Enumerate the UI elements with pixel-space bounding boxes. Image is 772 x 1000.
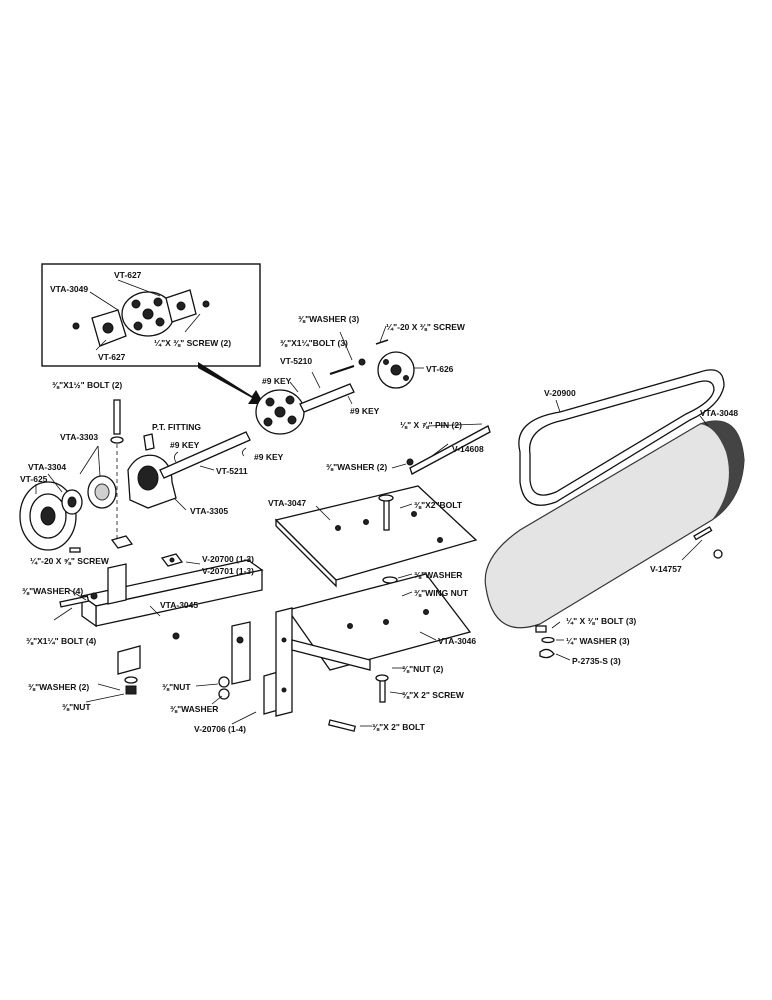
- label-nut2: ⅜"NUT (2): [402, 664, 444, 674]
- bearing-pulley-group: [19, 399, 251, 553]
- label-bolt-x1-3: ⅜"X1¼"BOLT (3): [280, 338, 348, 348]
- label-screw-20x38: ¼"-20 X ⅜" SCREW: [386, 322, 466, 332]
- label-vt627-top: VT-627: [114, 270, 142, 280]
- label-washer4: ⅜"WASHER (4): [22, 586, 83, 596]
- label-pt-fitting: P.T. FITTING: [152, 422, 201, 432]
- label-v14757: V-14757: [650, 564, 682, 574]
- label-washer2-left: ⅜"WASHER (2): [28, 682, 89, 692]
- label-wing-nut: ⅜"WING NUT: [414, 588, 469, 598]
- label-vta3305: VTA-3305: [190, 506, 228, 516]
- label-key9-d: #9 KEY: [254, 452, 284, 462]
- label-vta3047: VTA-3047: [268, 498, 306, 508]
- label-vt625: VT-625: [20, 474, 48, 484]
- label-bolt-x2: ⅜"X2"BOLT: [414, 500, 463, 510]
- coupling-assembly: [255, 339, 415, 435]
- label-vta3304: VTA-3304: [28, 462, 66, 472]
- label-v14608: V-14608: [452, 444, 484, 454]
- label-vt5211: VT-5211: [216, 466, 248, 476]
- inset-pointer-arrow: [198, 362, 264, 404]
- label-vt627-bottom: VT-627: [98, 352, 126, 362]
- label-vt5210: VT-5210: [280, 356, 312, 366]
- label-screw-inset: ¼"X ⅜" SCREW (2): [154, 338, 231, 348]
- label-bolt-38-3: ¼" X ⅜" BOLT (3): [566, 616, 636, 626]
- label-vta3045: VTA-3045: [160, 600, 198, 610]
- label-screw-20x58: ¼"-20 X ⅝" SCREW: [30, 556, 110, 566]
- label-key9-c: #9 KEY: [170, 440, 200, 450]
- label-key9-b: #9 KEY: [350, 406, 380, 416]
- label-bolt-x1-4: ⅜"X1¼" BOLT (4): [26, 636, 96, 646]
- label-vta3046: VTA-3046: [438, 636, 476, 646]
- label-nut-left: ⅜"NUT: [62, 702, 91, 712]
- base-frame: [59, 553, 279, 715]
- label-washer-wing: ⅜"WASHER: [414, 570, 462, 580]
- label-vta3049: VTA-3049: [50, 284, 88, 294]
- label-washer2-mid: ⅜"WASHER (2): [326, 462, 387, 472]
- label-v20700: V-20700 (1-3): [202, 554, 254, 564]
- label-vta3303: VTA-3303: [60, 432, 98, 442]
- label-bolt-x2-bottom: ⅜"X 2" BOLT: [372, 722, 426, 732]
- label-washer3-top: ⅜"WASHER (3): [298, 314, 359, 324]
- label-p2735: P-2735-S (3): [572, 656, 621, 666]
- label-v20900: V-20900: [544, 388, 576, 398]
- label-v20701: V-20701 (1-3): [202, 566, 254, 576]
- label-pin2: ⅛" X ⅞" PIN (2): [400, 420, 462, 430]
- label-bolt-x1-2: ⅜"X1½" BOLT (2): [52, 380, 122, 390]
- label-vta3048: VTA-3048: [700, 408, 738, 418]
- label-washer3-right: ¼" WASHER (3): [566, 636, 630, 646]
- label-key9-a: #9 KEY: [262, 376, 292, 386]
- label-washer-mid: ⅜"WASHER: [170, 704, 218, 714]
- label-v20706: V-20706 (1-4): [194, 724, 246, 734]
- belt-and-roller: [484, 369, 745, 659]
- coupling-detail-inset: [41, 263, 261, 367]
- mounting-plates: [274, 425, 491, 732]
- label-nut-mid: ⅜"NUT: [162, 682, 191, 692]
- label-screw-x2: ⅜"X 2" SCREW: [402, 690, 465, 700]
- label-vt626: VT-626: [426, 364, 454, 374]
